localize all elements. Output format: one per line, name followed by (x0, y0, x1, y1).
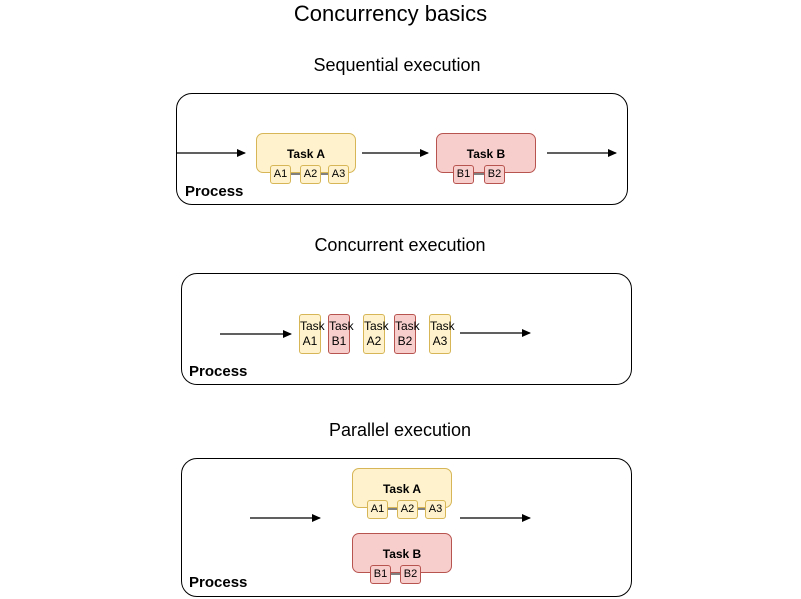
parallel-subtask-a2: A2 (397, 500, 418, 519)
parallel-task-a-label: Task A (382, 482, 421, 496)
concurrent-task-b1: Task B1 (328, 314, 354, 354)
sequential-subtask-a2: A2 (300, 165, 321, 184)
concurrent-task-b2-line2: B2 (397, 334, 413, 348)
parallel-subtask-a3: A3 (425, 500, 446, 519)
sequential-process-panel: Process (176, 93, 628, 205)
parallel-task-b-label: Task B (382, 547, 422, 561)
concurrent-task-b2-line1: Task (395, 319, 420, 333)
parallel-task-b: Task B (352, 533, 452, 573)
sequential-subtask-a1: A1 (270, 165, 291, 184)
concurrent-task-a1-line1: Task (300, 319, 325, 333)
concurrent-task-a2-line1: Task (364, 319, 389, 333)
concurrent-task-a1: Task A1 (299, 314, 325, 354)
concurrent-task-a2-line2: A2 (366, 334, 382, 348)
concurrent-task-a3: Task A3 (429, 314, 455, 354)
sequential-task-b-label: Task B (466, 147, 506, 161)
diagram-title: Concurrency basics (293, 1, 488, 26)
concurrent-task-b1-line2: B1 (331, 334, 347, 348)
concurrent-task-b2: Task B2 (394, 314, 420, 354)
sequential-subtask-b2: B2 (484, 165, 505, 184)
concurrent-task-a3-line2: A3 (432, 334, 448, 348)
sequential-section-title: Sequential execution (313, 55, 481, 75)
sequential-task-a-label: Task A (286, 147, 325, 161)
concurrent-process-label: Process (189, 363, 248, 380)
concurrent-section-title: Concurrent execution (314, 235, 486, 255)
sequential-subtask-b1: B1 (453, 165, 474, 184)
parallel-subtask-b1: B1 (370, 565, 391, 584)
sequential-process-label: Process (185, 183, 244, 200)
concurrent-task-b1-line1: Task (329, 319, 354, 333)
parallel-subtask-b2: B2 (400, 565, 421, 584)
parallel-process-label: Process (189, 574, 248, 591)
concurrent-task-a1-line2: A1 (302, 334, 318, 348)
parallel-section-title: Parallel execution (328, 420, 472, 440)
parallel-subtask-a1: A1 (367, 500, 388, 519)
sequential-subtask-a3: A3 (328, 165, 349, 184)
concurrent-task-a2: Task A2 (363, 314, 389, 354)
concurrent-task-a3-line1: Task (430, 319, 455, 333)
